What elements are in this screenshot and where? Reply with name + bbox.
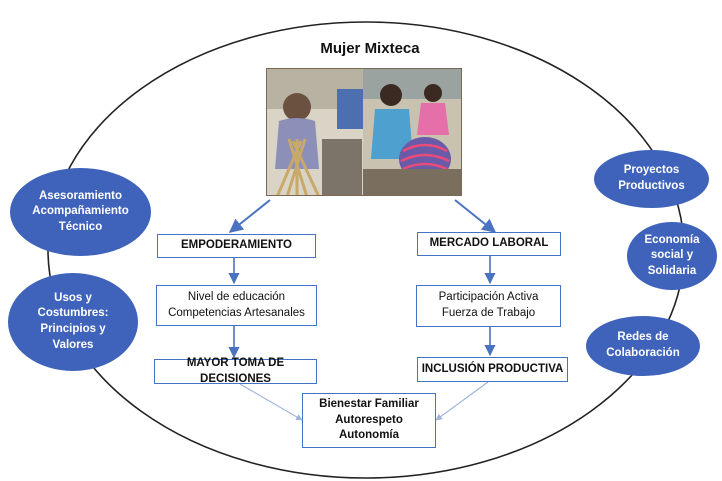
arrow-photo-to-empoderamiento bbox=[228, 199, 271, 233]
asesoramiento-line-3: Técnico bbox=[58, 220, 103, 233]
usos-line-2: Costumbres: bbox=[37, 307, 109, 320]
educacion-box: Nivel de educación Competencias Artesana… bbox=[156, 285, 317, 326]
participacion-line-2: Fuerza de Trabajo bbox=[441, 307, 536, 319]
proyectos-line-1: Proyectos bbox=[623, 164, 680, 177]
asesoramiento-bubble: Asesoramiento Acompañamiento Técnico bbox=[10, 168, 151, 256]
redes-colaboracion-bubble: Redes de Colaboración bbox=[586, 316, 700, 376]
mercado-laboral-label: MERCADO LABORAL bbox=[429, 237, 549, 250]
educacion-line-1: Nivel de educación bbox=[187, 290, 286, 303]
toma-decisiones-box: MAYOR TOMA DE DECISIONES bbox=[154, 356, 317, 385]
proyectos-productivos-bubble: Proyectos Productivos bbox=[594, 150, 709, 208]
usos-line-4: Valores bbox=[52, 338, 94, 351]
asesoramiento-line-1: Asesoramiento bbox=[38, 189, 123, 202]
bienestar-line-3: Autonomía bbox=[338, 429, 400, 442]
participacion-line-1: Participación Activa bbox=[438, 291, 539, 304]
inclusion-productiva-label: INCLUSIÓN PRODUCTIVA bbox=[421, 362, 564, 375]
economia-social-bubble: Economía social y Solidaria bbox=[627, 222, 717, 290]
women-weaving-baskets-photo bbox=[266, 68, 462, 196]
arrow-photo-to-mercado bbox=[454, 199, 497, 233]
inclusion-productiva-box: INCLUSIÓN PRODUCTIVA bbox=[417, 357, 568, 382]
empoderamiento-label: EMPODERAMIENTO bbox=[181, 239, 292, 252]
arrow-inclusion-to-bienestar bbox=[435, 381, 489, 421]
mercado-laboral-box: MERCADO LABORAL bbox=[417, 232, 561, 256]
participacion-box: Participación Activa Fuerza de Trabajo bbox=[416, 285, 561, 327]
economia-line-3: Solidaria bbox=[647, 264, 697, 277]
usos-line-3: Principios y bbox=[40, 323, 106, 335]
bienestar-box: Bienestar Familiar Autorespeto Autonomía bbox=[302, 393, 436, 448]
redes-line-2: Colaboración bbox=[606, 347, 680, 359]
bienestar-line-2: Autorespeto bbox=[335, 413, 403, 426]
proyectos-line-2: Productivos bbox=[618, 180, 685, 192]
economia-line-1: Economía bbox=[644, 233, 700, 246]
redes-line-1: Redes de bbox=[617, 331, 669, 344]
empoderamiento-box: EMPODERAMIENTO bbox=[157, 234, 316, 258]
usos-costumbres-bubble: Usos y Costumbres: Principios y Valores bbox=[8, 273, 138, 371]
asesoramiento-line-2: Acompañamiento bbox=[32, 205, 129, 218]
economia-line-2: social y bbox=[650, 249, 694, 262]
usos-line-1: Usos y bbox=[54, 291, 92, 304]
bienestar-line-1: Bienestar Familiar bbox=[319, 398, 419, 411]
toma-decisiones-label: MAYOR TOMA DE DECISIONES bbox=[186, 356, 285, 385]
educacion-line-2: Competencias Artesanales bbox=[168, 306, 305, 319]
arrow-decisiones-to-bienestar bbox=[239, 383, 303, 421]
diagram-title: Mujer Mixteca bbox=[320, 40, 420, 57]
